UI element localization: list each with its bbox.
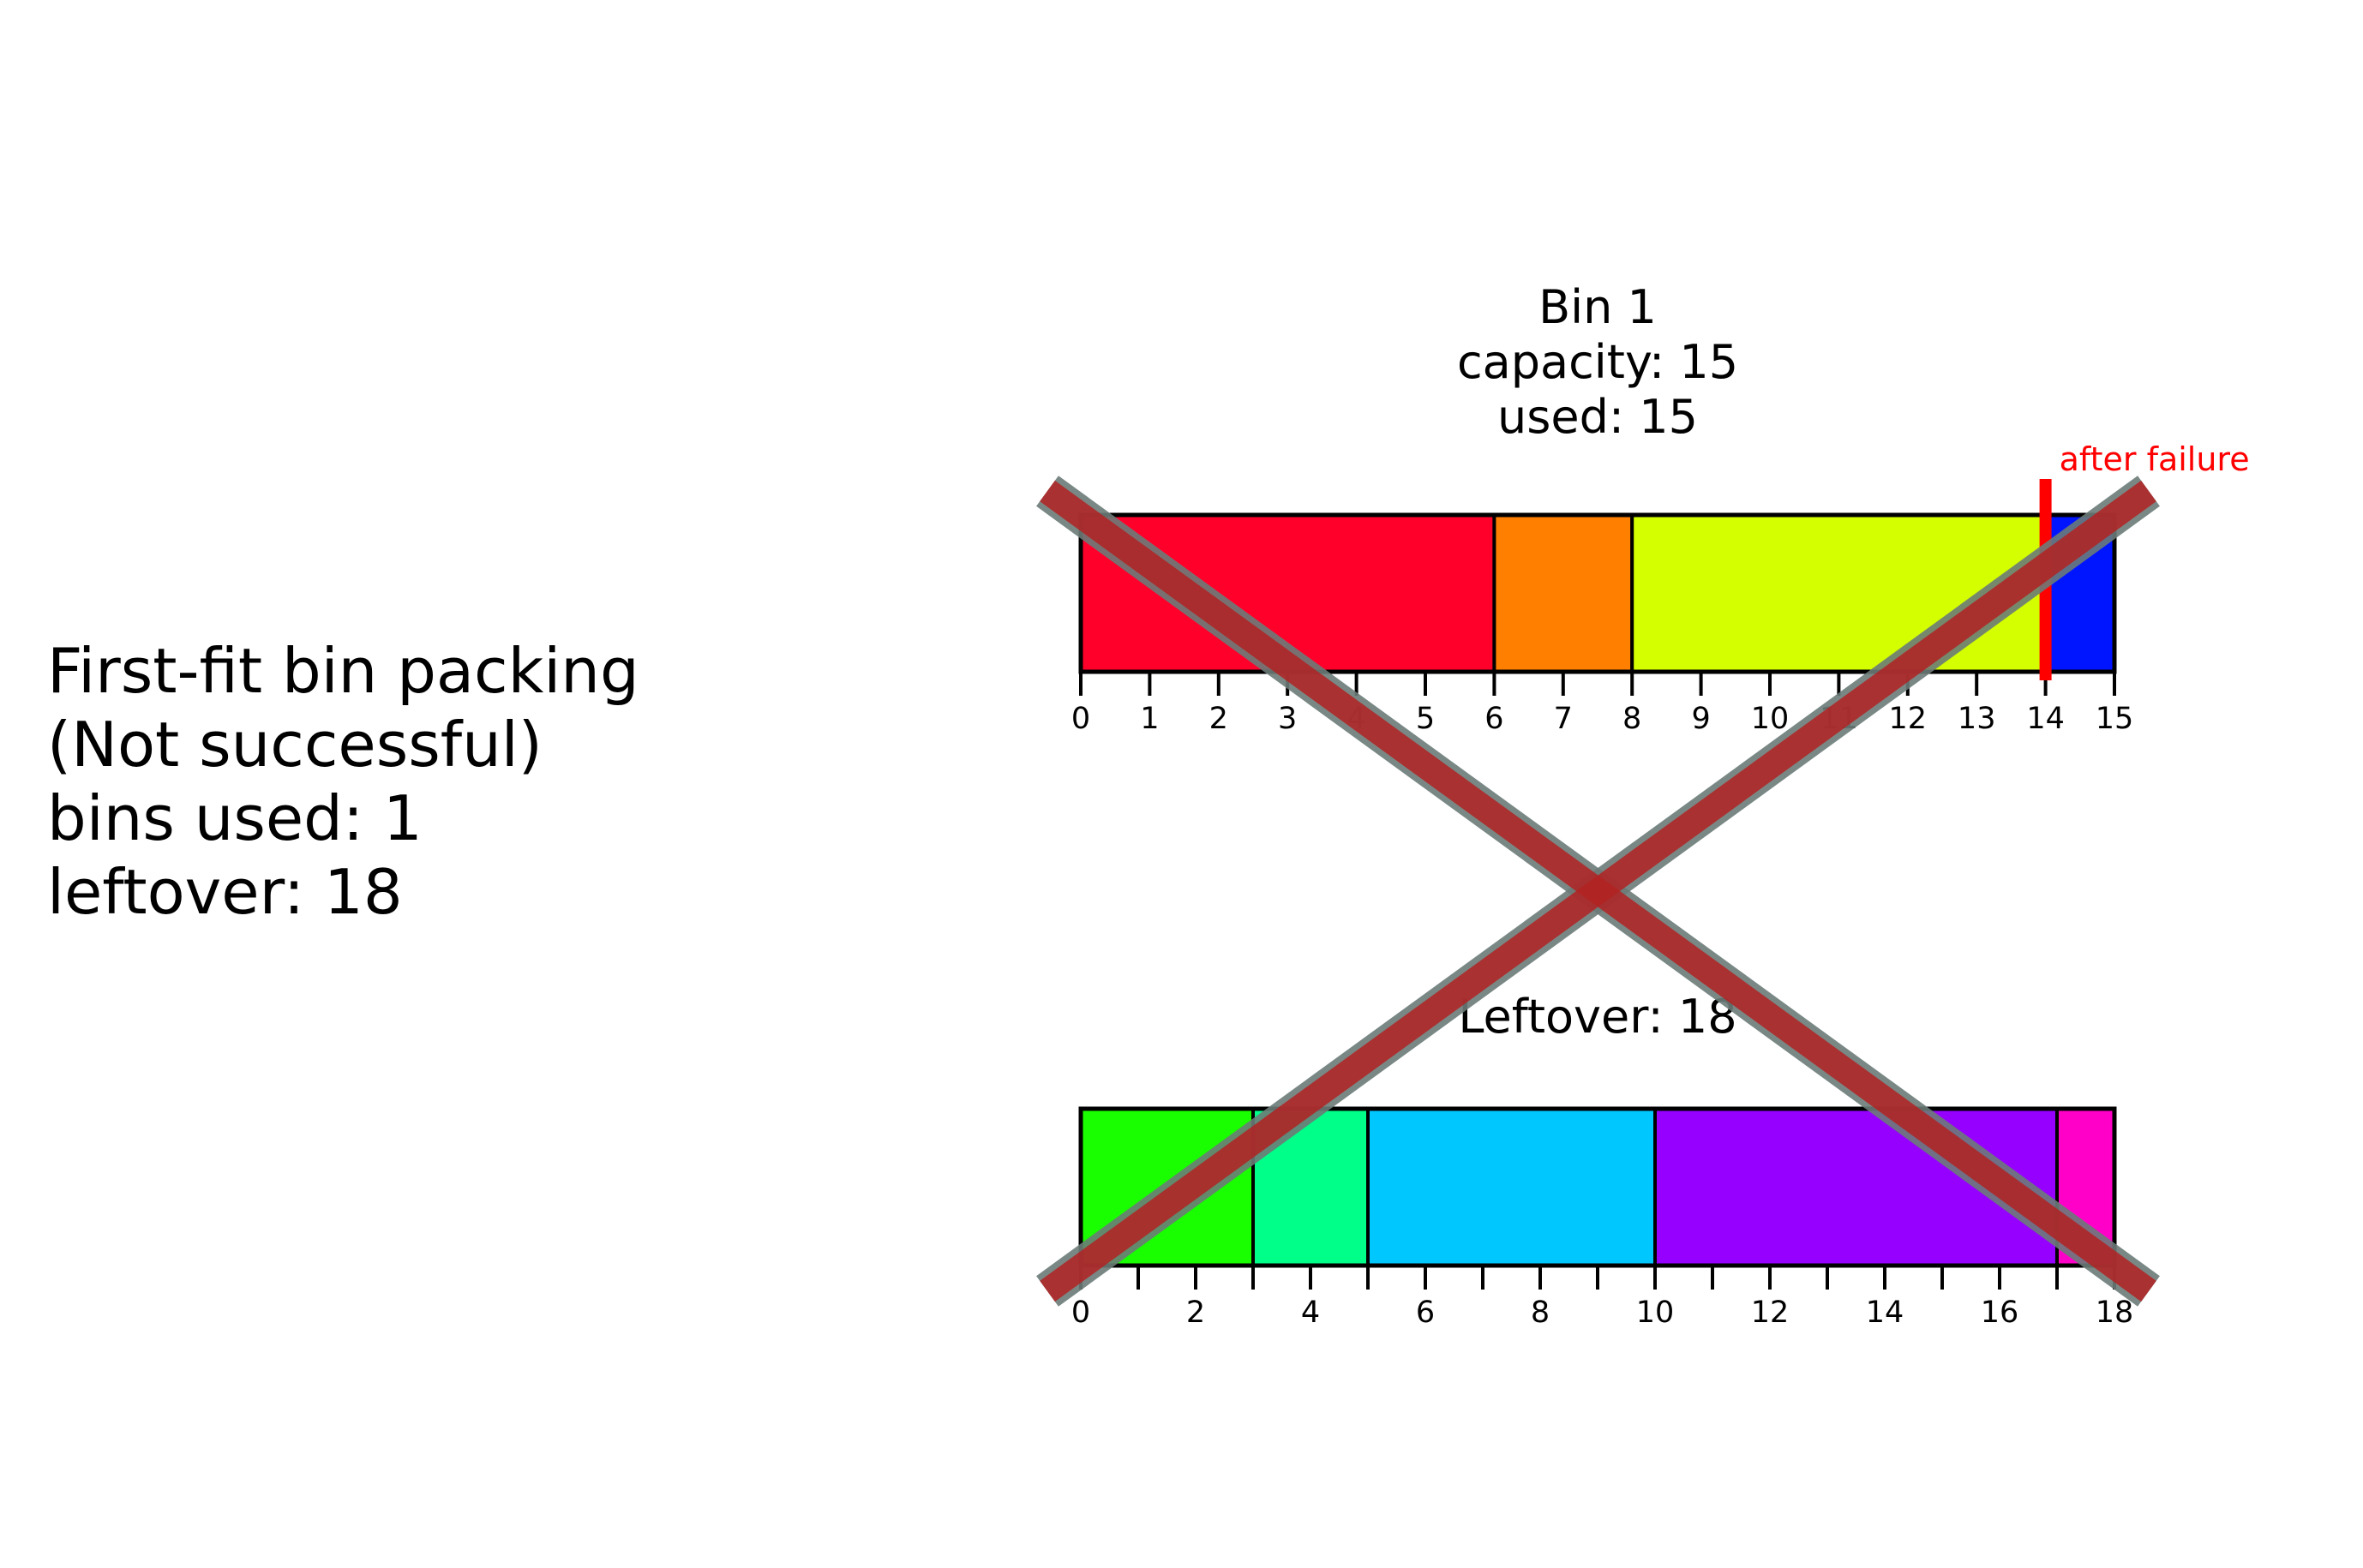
leftover-tick-label: 4 [1301, 1296, 1320, 1330]
bin-title-line: used: 15 [1497, 390, 1698, 444]
bin-tick-label: 13 [1958, 702, 1996, 736]
bin-tick-label: 8 [1622, 702, 1641, 736]
bin-tick-label: 3 [1278, 702, 1297, 736]
bin-tick-label: 9 [1691, 702, 1710, 736]
leftover-tick-label: 16 [1981, 1296, 2019, 1330]
bin-tick-label: 0 [1071, 702, 1090, 736]
summary-leftover: leftover: 18 [47, 856, 403, 928]
leftover-tick-label: 0 [1071, 1296, 1090, 1330]
leftover-segment [1366, 1107, 1657, 1267]
bin-segment [1492, 513, 1634, 673]
leftover-tick-label: 12 [1751, 1296, 1790, 1330]
leftover-tick-label: 2 [1186, 1296, 1205, 1330]
bin-tick-label: 15 [2096, 702, 2134, 736]
leftover-tick-label: 18 [2096, 1296, 2134, 1330]
cross-out-overlay [1036, 476, 2160, 1307]
leftover-title-line: Leftover: 18 [1458, 990, 1736, 1044]
leftover-tick-label: 10 [1636, 1296, 1675, 1330]
bin-tick-label: 10 [1751, 702, 1790, 736]
bin-bar-outline [1078, 512, 2117, 674]
bin-tick-label: 6 [1484, 702, 1503, 736]
bin-tick-label: 1 [1140, 702, 1159, 736]
after-failure-label: after failure [2060, 440, 2250, 478]
bin-tick-label: 12 [1889, 702, 1928, 736]
cross-stroke [1040, 480, 2156, 1302]
bin-tick-label: 2 [1209, 702, 1228, 736]
leftover-tick-label: 8 [1531, 1296, 1550, 1330]
summary-bins-used: bins used: 1 [47, 782, 423, 854]
summary-status: (Not successful) [47, 709, 543, 781]
bin-tick-label: 7 [1554, 702, 1573, 736]
bin-tick-label: 14 [2026, 702, 2065, 736]
summary-text: First-fit bin packing (Not successful) b… [47, 634, 639, 929]
leftover-tick-label: 14 [1866, 1296, 1904, 1330]
bin-tick-label: 5 [1416, 702, 1435, 736]
summary-title: First-fit bin packing [47, 635, 639, 707]
bin-title-line: Bin 1 [1538, 280, 1657, 334]
leftover-tick-label: 6 [1416, 1296, 1435, 1330]
bin-title-line: capacity: 15 [1457, 335, 1738, 389]
